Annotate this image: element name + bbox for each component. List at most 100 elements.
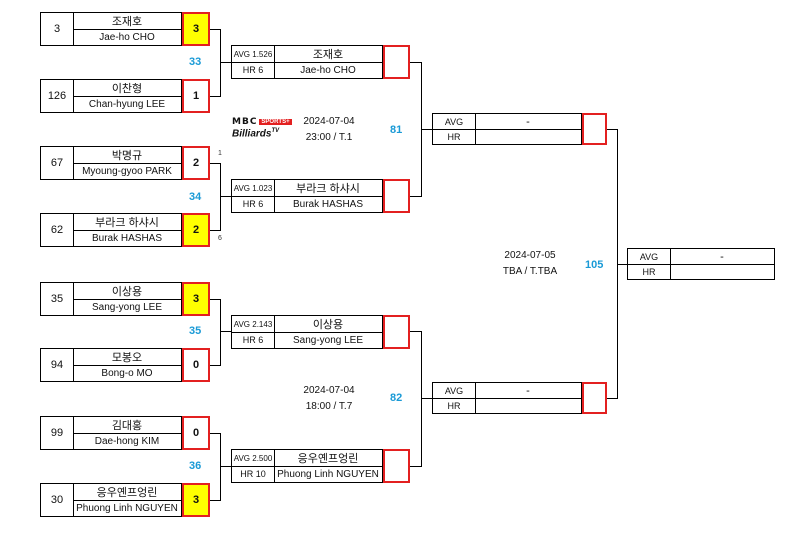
player-korean-name: 이상용 [274,316,382,333]
player-english-name: Myoung-gyoo PARK [82,165,172,177]
player-entry[interactable]: 30 응우옌프엉린 Phuong Linh NGUYEN [40,483,182,517]
player-score: 1 [182,79,210,113]
player-english-name: Jae-ho CHO [300,64,356,76]
player-korean-name: 응우옌프엉린 [274,450,382,467]
match-number: 81 [390,124,403,136]
seed-number: 126 [41,80,74,112]
semifinal-entry[interactable]: AVG HR - [432,113,582,145]
seed-number: 3 [41,13,74,45]
hr-label: HR [433,129,476,144]
avg-value: AVG 2.143 [232,316,275,333]
round2-entry[interactable]: AVG 2.143 HR 6 이상용 Sang-yong LEE [231,315,383,349]
hr-value: HR 6 [232,62,275,78]
player-name: - [475,114,581,130]
match-schedule: 2024-07-05 TBA / T.TBA [490,248,570,280]
hr-value: HR 10 [232,466,275,482]
player-english-name: Sang-yong LEE [292,334,364,346]
player-english-name: Burak HASHAS [91,232,163,244]
connector-line [220,29,221,97]
connector-line [617,264,627,265]
seed-number: 67 [41,147,74,179]
player-korean-name: 이상용 [73,283,181,300]
connector-line [410,62,422,63]
player-english-name: Sang-yong LEE [91,301,163,313]
player-entry[interactable]: 126 이찬형 Chan-hyung LEE [40,79,182,113]
player-name-en [670,264,774,279]
round2-entry[interactable]: AVG 1.526 HR 6 조재호 Jae-ho CHO [231,45,383,79]
seed-number: 35 [41,283,74,315]
connector-line [210,29,220,30]
round2-entry[interactable]: AVG 1.023 HR 6 부라크 하샤시 Burak HASHAS [231,179,383,213]
player-score: 3 [182,483,210,517]
broadcaster-logo: MBC SPORTS+ BilliardsTV [232,117,292,140]
avg-label: AVG [628,249,671,265]
player-name: - [475,383,581,399]
player-english-name: Jae-ho CHO [99,31,155,43]
connector-line [421,129,432,130]
connector-line [220,299,221,366]
connector-line [607,129,617,130]
player-korean-name: 조재호 [274,46,382,63]
connector-line [220,331,231,332]
match-number: 105 [585,259,604,271]
result-box [383,315,410,349]
seed-number: 62 [41,214,74,246]
player-entry[interactable]: 35 이상용 Sang-yong LEE [40,282,182,316]
player-korean-name: 응우옌프엉린 [73,484,181,501]
match-date: 2024-07-05 [504,250,556,261]
result-box [383,179,410,213]
semifinal-entry[interactable]: AVG HR - [432,382,582,414]
avg-value: AVG 1.023 [232,180,275,197]
hr-label: HR [433,398,476,413]
match-time-table: 18:00 / T.7 [305,401,353,412]
match-number: 34 [189,191,202,203]
connector-line [421,331,422,467]
player-english-name: Dae-hong KIM [94,435,160,447]
connector-line [220,196,231,197]
connector-line [607,398,617,399]
connector-line [220,433,221,501]
seed-number: 30 [41,484,74,516]
match-schedule: 2024-07-04 23:00 / T.1 [290,114,368,146]
seed-number: 94 [41,349,74,381]
connector-line [220,163,221,231]
avg-label: AVG [433,383,476,399]
avg-value: AVG 1.526 [232,46,275,63]
player-entry[interactable]: 94 모봉오 Bong-o MO [40,348,182,382]
connector-line [210,163,220,164]
connector-line [220,62,231,63]
player-korean-name: 부라크 하샤시 [274,180,382,197]
match-time-table: TBA / T.TBA [502,266,558,277]
player-korean-name: 부라크 하샤시 [73,214,181,231]
player-english-name: Phuong Linh NGUYEN [277,468,379,480]
player-entry[interactable]: 67 박명규 Myoung-gyoo PARK [40,146,182,180]
match-number: 33 [189,56,202,68]
connector-line [210,433,220,434]
player-name-en [475,129,581,144]
match-number: 82 [390,392,403,404]
match-number: 35 [189,325,202,337]
player-score: 3 [182,12,210,46]
match-schedule: 2024-07-04 18:00 / T.7 [290,383,368,415]
final-entry[interactable]: AVG HR - [627,248,775,280]
connector-line [210,365,220,366]
player-korean-name: 박명규 [73,147,181,164]
player-entry[interactable]: 99 김대홍 Dae-hong KIM [40,416,182,450]
connector-line [421,398,432,399]
player-korean-name: 이찬형 [73,80,181,97]
connector-line [410,331,422,332]
result-box [582,113,607,145]
connector-line [210,500,220,501]
round2-entry[interactable]: AVG 2.500 HR 10 응우옌프엉린 Phuong Linh NGUYE… [231,449,383,483]
player-english-name: Phuong Linh NGUYEN [76,502,178,514]
player-korean-name: 조재호 [73,13,181,30]
connector-line [210,299,220,300]
match-date: 2024-07-04 [303,385,355,396]
player-score: 2 [182,146,210,180]
player-entry[interactable]: 3 조재호 Jae-ho CHO [40,12,182,46]
hr-label: HR [628,264,671,279]
result-box [383,449,410,483]
player-entry[interactable]: 62 부라크 하샤시 Burak HASHAS [40,213,182,247]
match-number: 36 [189,460,202,472]
